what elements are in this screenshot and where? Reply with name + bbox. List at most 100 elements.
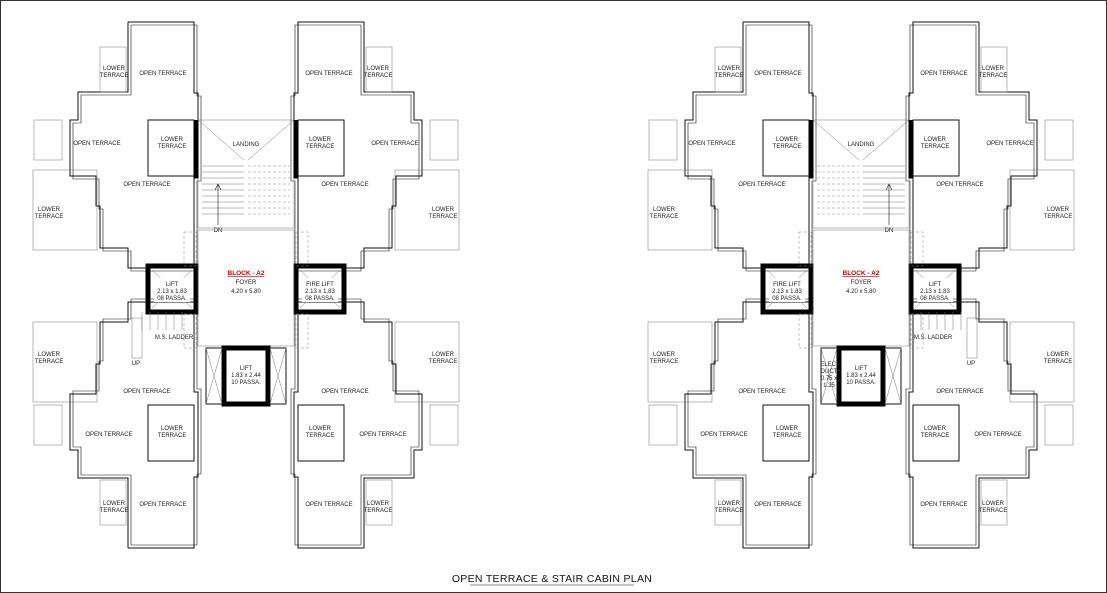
lower-terrace-label: TERRACE	[979, 508, 1008, 514]
lift-left-label: 08 PASSA.	[772, 296, 802, 302]
wing-top-right-inner	[905, 24, 1035, 272]
landing-label: LANDING	[233, 142, 260, 148]
wing-top-left-inner	[687, 24, 817, 272]
lower-terrace-label: TERRACE	[979, 73, 1008, 79]
lift-shaft-center	[836, 345, 886, 407]
lower-terrace-label: TERRACE	[158, 433, 187, 439]
wing-bottom-left	[69, 301, 199, 549]
lower-terrace-box	[365, 46, 393, 93]
ms-ladder-label: M.S. LADDER	[914, 335, 953, 341]
duct-label: 0.75 x	[821, 376, 837, 382]
lower-terrace-box	[714, 479, 742, 526]
ms-ladder-label: M.S. LADDER	[155, 335, 194, 341]
open-terrace-label: OPEN TERRACE	[754, 71, 801, 77]
lower-terrace-box	[99, 479, 127, 526]
wing-bottom-right	[908, 301, 1038, 549]
open-terrace-label: OPEN TERRACE	[305, 71, 352, 77]
lift-label-bg	[769, 278, 805, 302]
lower-terrace-label: LOWER	[161, 426, 184, 432]
dashed-outline	[295, 313, 309, 349]
lift-left-label: 08 PASSA.	[157, 296, 187, 302]
lift-shaft-left	[760, 263, 814, 315]
lift-right-label: 2.13 x 1.83	[920, 289, 950, 295]
open-terrace-label: OPEN TERRACE	[700, 432, 747, 438]
dashed-outline	[798, 313, 812, 349]
lower-terrace-box	[648, 404, 678, 446]
foyer	[812, 229, 910, 347]
lower-terrace-label: TERRACE	[921, 144, 950, 150]
landing-diagonal	[247, 119, 295, 161]
lower-terrace-box	[980, 479, 1008, 526]
lower-terrace-label: LOWER	[1047, 207, 1070, 213]
lower-terrace-area	[1009, 321, 1075, 403]
open-terrace-label: OPEN TERRACE	[139, 502, 186, 508]
landing-diagonal	[862, 119, 910, 161]
duct-box	[820, 347, 838, 405]
foyer-size: 4.20 x 5.80	[846, 289, 876, 295]
wing-bottom-left-inner	[687, 298, 817, 546]
dashed-outline	[295, 231, 309, 267]
open-terrace-label: OPEN TERRACE	[359, 432, 406, 438]
open-terrace-label: OPEN TERRACE	[321, 182, 368, 188]
lower-terrace-label: TERRACE	[100, 508, 129, 514]
open-terrace-label: OPEN TERRACE	[123, 389, 170, 395]
duct-label: DUCT	[821, 369, 838, 375]
lift-label-bg	[154, 278, 190, 302]
lower-terrace-label: LOWER	[367, 66, 390, 72]
lower-terrace-label: LOWER	[432, 207, 455, 213]
lower-terrace-box	[1044, 404, 1074, 446]
open-terrace-label: OPEN TERRACE	[371, 141, 418, 147]
open-terrace-label: OPEN TERRACE	[920, 502, 967, 508]
lift-center-label: 10 PASSA.	[846, 380, 876, 386]
ladder-up	[966, 317, 978, 359]
duct-box	[205, 347, 223, 405]
lower-terrace-label: LOWER	[38, 207, 61, 213]
dashed-outline	[183, 231, 197, 267]
lower-terrace-label: LOWER	[653, 207, 676, 213]
lift-center-label: 10 PASSA.	[231, 380, 261, 386]
lower-terrace-box	[980, 46, 1008, 93]
lower-terrace-label: TERRACE	[100, 73, 129, 79]
wing-top-right	[908, 21, 1038, 269]
lower-terrace-label: LOWER	[309, 137, 332, 143]
lower-terrace-box	[33, 119, 63, 161]
lift-right-label: FIRE LIFT	[306, 282, 334, 288]
lower-terrace-room	[147, 404, 195, 462]
up-label: UP	[967, 361, 975, 367]
wing-bottom-right	[293, 301, 423, 549]
lower-terrace-area	[647, 321, 713, 403]
ladder-up	[131, 317, 143, 359]
lower-terrace-label: TERRACE	[364, 73, 393, 79]
duct-box	[269, 347, 287, 405]
lower-terrace-box	[99, 46, 127, 93]
open-terrace-label: OPEN TERRACE	[754, 502, 801, 508]
wing-bottom-right-inner	[905, 298, 1035, 546]
lower-terrace-label: LOWER	[718, 66, 741, 72]
lift-right-label: 2.13 x 1.83	[305, 289, 335, 295]
stair-landing	[812, 119, 910, 229]
wing-top-right-inner	[290, 24, 420, 272]
wing-top-left-inner	[72, 24, 202, 272]
lift-shaft-left	[145, 263, 199, 315]
lower-terrace-label: LOWER	[982, 501, 1005, 507]
lift-center-label: LIFT	[855, 366, 868, 372]
lift-right-label: 08 PASSA.	[305, 296, 335, 302]
open-terrace-label: OPEN TERRACE	[139, 71, 186, 77]
lift-shaft-right	[908, 263, 962, 315]
block-name: BLOCK - A2	[843, 270, 880, 277]
lower-terrace-label: TERRACE	[773, 433, 802, 439]
lower-terrace-label: LOWER	[924, 137, 947, 143]
duct-cross	[269, 347, 287, 405]
lower-terrace-label: TERRACE	[429, 214, 458, 220]
lower-terrace-label: TERRACE	[35, 359, 64, 365]
lower-terrace-label: LOWER	[161, 137, 184, 143]
lower-terrace-area	[1009, 169, 1075, 251]
lift-label-bg	[917, 278, 953, 302]
foyer-size: 4.20 x 5.80	[231, 289, 261, 295]
open-terrace-label: OPEN TERRACE	[936, 389, 983, 395]
lift-center-label: 1.83 x 2.44	[231, 373, 261, 379]
landing-diagonal	[812, 119, 860, 161]
